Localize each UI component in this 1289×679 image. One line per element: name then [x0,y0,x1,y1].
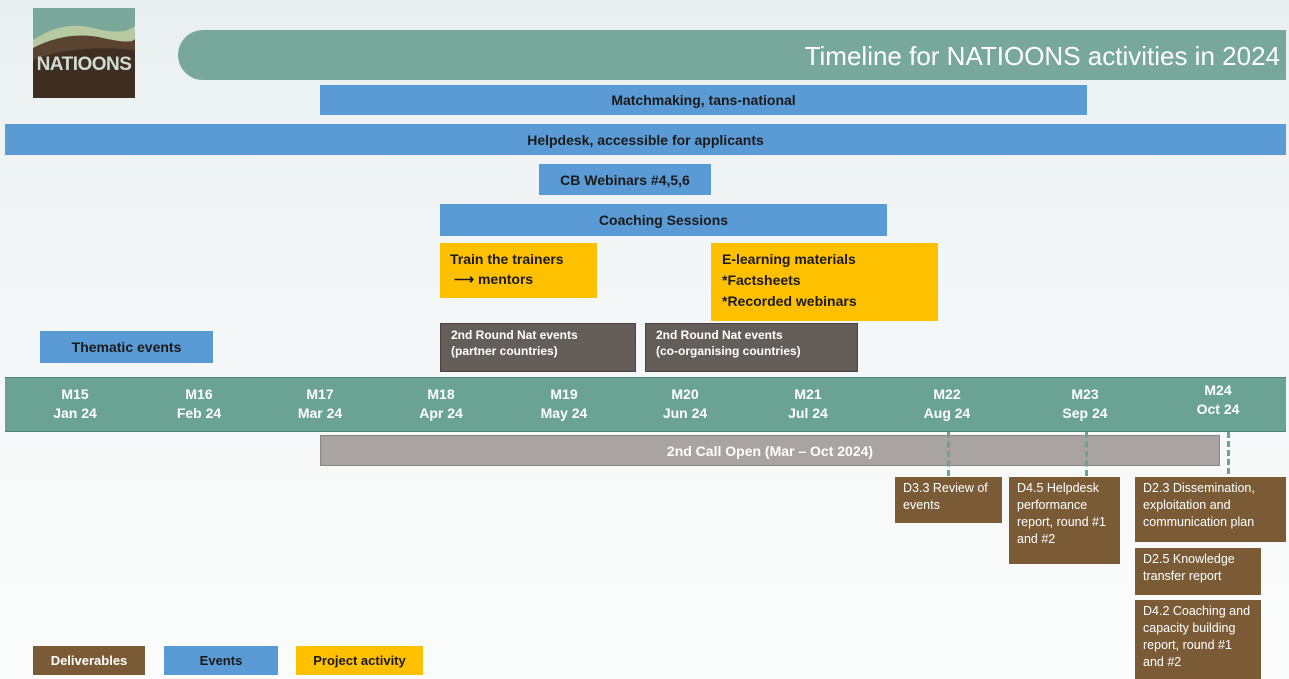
connector-d33 [947,432,950,476]
month-code: M18 [427,386,455,402]
month-code: M17 [306,386,334,402]
month-code: M19 [550,386,578,402]
logo-text: NATIOONS [36,54,132,75]
month-m16: M16 Feb 24 [159,385,239,423]
month-m15: M15 Jan 24 [35,385,115,423]
legend-events: Events [164,646,278,675]
elearning-line-3: *Recorded webinars [722,293,857,309]
deliverable-d25: D2.5 Knowledge transfer report [1135,548,1261,595]
logo: NATIOONS [33,8,135,98]
nat-partner-line-1: 2nd Round Nat events [451,328,578,342]
month-date: Oct 24 [1196,401,1240,417]
nat-coorg-line-2: (co-organising countries) [656,344,801,358]
month-date: May 24 [540,405,588,421]
timeline-band [5,377,1286,432]
deliverable-d42: D4.2 Coaching and capacity building repo… [1135,600,1261,679]
month-code: M21 [794,386,822,402]
title-banner [178,30,1286,80]
elearning-box: E-learning materials *Factsheets *Record… [711,243,938,321]
month-code: M24 [1204,382,1232,398]
nat-coorg-line-1: 2nd Round Nat events [656,328,783,342]
legend-deliverables: Deliverables [33,646,145,675]
nat-partner-line-2: (partner countries) [451,344,558,358]
deliverable-d45: D4.5 Helpdesk performance report, round … [1009,477,1120,564]
month-date: Jan 24 [53,405,97,421]
month-m22: M22 Aug 24 [907,385,987,423]
month-m17: M17 Mar 24 [280,385,360,423]
elearning-line-1: E-learning materials [722,251,856,267]
month-m21: M21 Jul 24 [768,385,848,423]
elearning-line-2: *Factsheets [722,272,801,288]
month-m23: M23 Sep 24 [1045,385,1125,423]
month-date: Jul 24 [788,405,828,421]
month-date: Apr 24 [419,405,463,421]
month-date: Feb 24 [176,405,222,421]
month-code: M22 [933,386,961,402]
month-m19: M19 May 24 [524,385,604,423]
train-line-1: Train the trainers [450,251,564,267]
month-m18: M18 Apr 24 [401,385,481,423]
month-date: Sep 24 [1062,405,1108,421]
helpdesk-bar: Helpdesk, accessible for applicants [5,124,1286,155]
logo-hills-graphic [33,25,135,98]
webinars-bar: CB Webinars #4,5,6 [539,164,711,195]
month-date: Mar 24 [297,405,343,421]
train-the-trainers-box: Train the trainers ⟶ mentors [440,243,597,298]
nat-events-coorg-box: 2nd Round Nat events (co-organising coun… [645,323,858,372]
connector-d45 [1085,432,1088,476]
deliverable-d33: D3.3 Review of events [895,477,1002,523]
call-open-bar: 2nd Call Open (Mar – Oct 2024) [320,435,1220,466]
nat-events-partner-box: 2nd Round Nat events (partner countries) [440,323,636,372]
legend-project-activity: Project activity [296,646,423,675]
month-date: Aug 24 [923,405,971,421]
page-title: Timeline for NATIOONS activities in 2024 [804,41,1280,71]
month-code: M20 [671,386,699,402]
matchmaking-bar: Matchmaking, tans-national [320,85,1087,115]
month-m20: M20 Jun 24 [645,385,725,423]
deliverable-d23: D2.3 Dissemination, exploitation and com… [1135,477,1286,542]
month-m24: M24 Oct 24 [1178,381,1258,419]
month-code: M23 [1071,386,1099,402]
connector-d23 [1227,432,1230,474]
train-line-2: ⟶ mentors [454,271,534,287]
month-code: M16 [185,386,213,402]
month-code: M15 [61,386,89,402]
thematic-events-bar: Thematic events [40,331,213,363]
coaching-bar: Coaching Sessions [440,204,887,236]
month-date: Jun 24 [662,405,708,421]
